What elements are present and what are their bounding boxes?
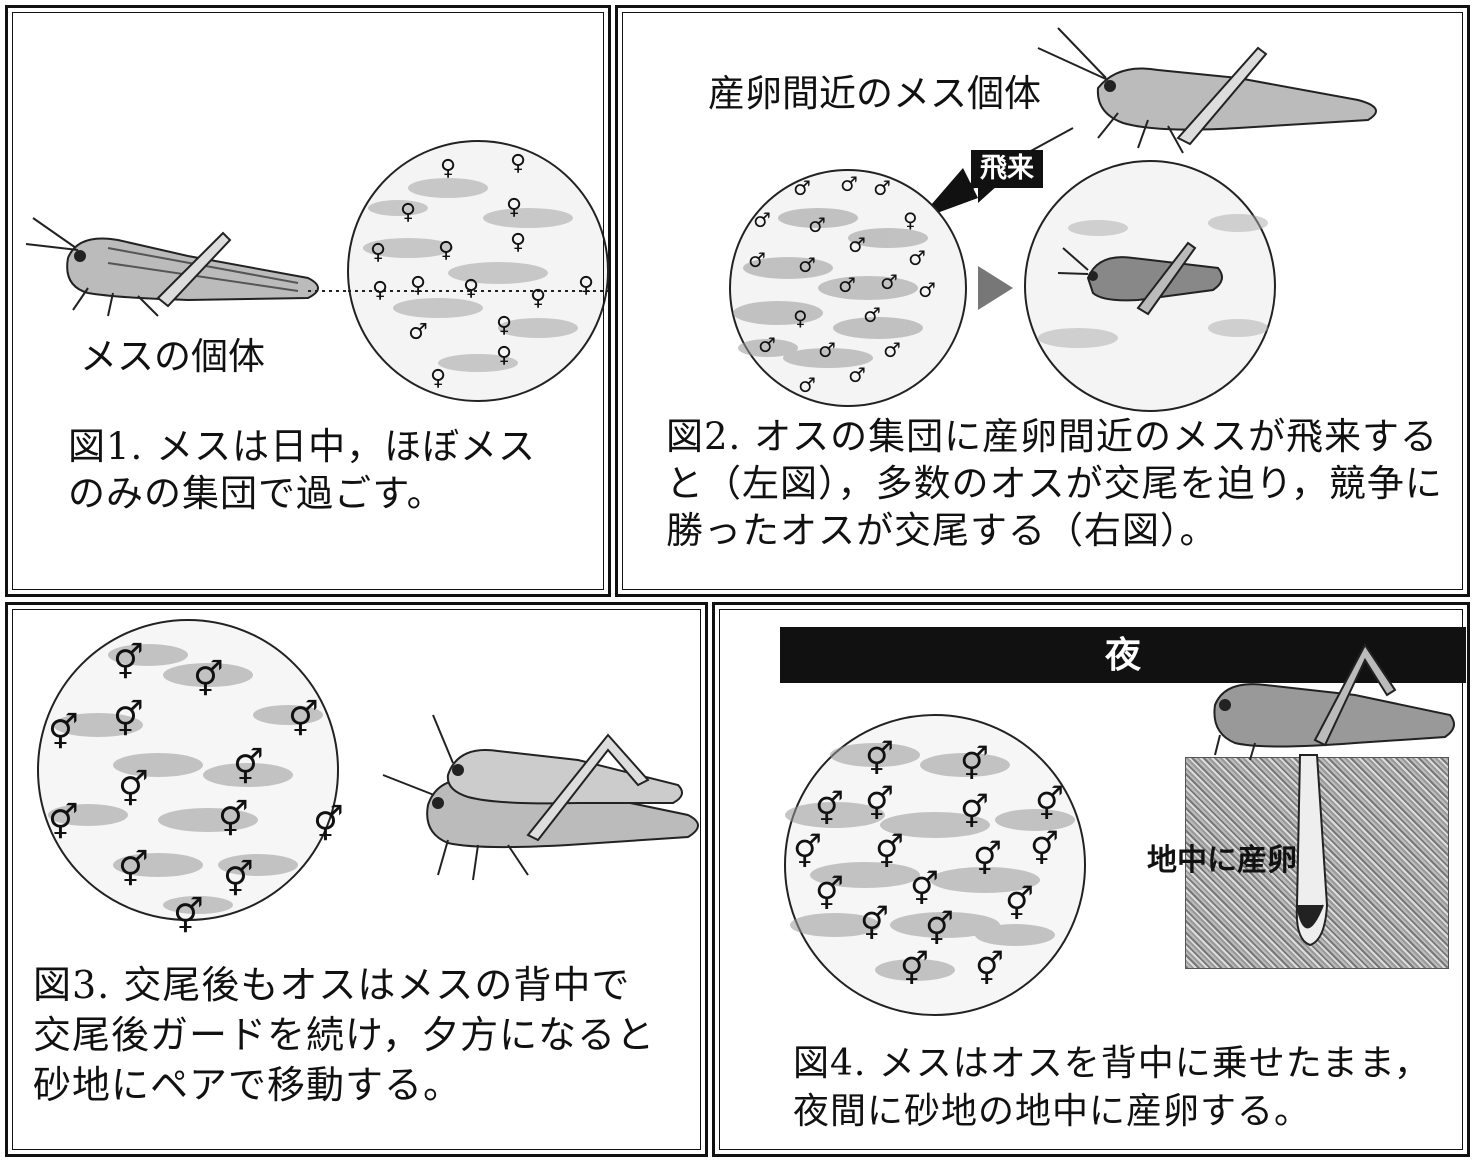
night-pair-sym-8: ⚥	[875, 833, 904, 871]
sym-m2-9: ♂	[908, 246, 926, 270]
sym-m2-11: ♂	[880, 270, 898, 294]
fly-in-label: 飛来	[971, 150, 1043, 188]
sym-m2-3: ♂	[873, 176, 891, 200]
sym-m2-1: ♂	[793, 176, 811, 200]
sym-f1-7: ♀	[510, 230, 527, 255]
sym-f1-5: ♀	[370, 240, 387, 265]
night-pair-sym-5: ⚥	[960, 793, 989, 831]
night-pair-sym-17: ⚥	[975, 950, 1004, 988]
sym-m2-2: ♂	[840, 172, 858, 196]
pair-sym-12: ⚥	[223, 860, 254, 900]
pair-sym-13: ⚥	[173, 897, 204, 937]
pair-sym-6: ⚥	[233, 748, 264, 788]
figure-3-illustration	[37, 619, 699, 921]
sym-f1-9: ♀	[410, 273, 427, 298]
sym-f1-16: ♀	[430, 366, 447, 391]
pair-sym-4: ⚥	[113, 700, 144, 740]
night-pair-sym-2: ⚥	[960, 745, 989, 783]
sym-m2-12: ♂	[918, 278, 936, 302]
night-pair-sym-14: ⚥	[860, 905, 889, 943]
sym-m2-8: ♂	[798, 253, 816, 277]
near-spawning-female-label: 産卵間近のメス個体	[708, 72, 1041, 115]
night-pair-sym-3: ⚥	[815, 790, 844, 828]
night-pair-sym-10: ⚥	[1030, 830, 1059, 868]
panel-figure-2: 産卵間近のメス個体 飛来 ♂ ♂ ♂ ♂ ♂ ♀ ♂ ♂ ♂ ♂ ♂ ♂ ♂ ♀…	[615, 5, 1470, 597]
pair-sym-7: ⚥	[118, 770, 149, 810]
night-pair-sym-16: ⚥	[900, 950, 929, 988]
sym-f1-15: ♀	[496, 343, 513, 368]
pair-sym-8: ⚥	[48, 803, 79, 843]
sym-m2-18: ♂	[798, 373, 816, 397]
mating-pair-locust-drawing	[382, 714, 699, 881]
pair-sym-3: ⚥	[48, 713, 79, 753]
night-pair-sym-1: ⚥	[865, 740, 894, 778]
female-locust-drawing	[25, 217, 319, 317]
male-group-circle	[729, 169, 967, 407]
pairs-circle	[37, 619, 339, 921]
sym-m2-14: ♂	[758, 333, 776, 357]
panel-figure-3: ⚥ ⚥ ⚥ ⚥ ⚥ ⚥ ⚥ ⚥ ⚥ ⚥ ⚥ ⚥ ⚥ 図3. 交尾後もオスはメスの…	[5, 602, 708, 1157]
sym-f2-2: ♀	[793, 306, 808, 330]
ovipositing-locust-drawing	[1213, 643, 1455, 947]
pair-sym-5: ⚥	[288, 700, 319, 740]
sym-m2-10: ♂	[838, 273, 856, 297]
sym-f1-12: ♀	[578, 273, 595, 298]
figure-1-caption: 図1. メスは日中，ほぼメス のみの集団で過ごす。	[68, 425, 537, 515]
arrow-right-triangle	[978, 266, 1013, 310]
pair-sym-2: ⚥	[193, 660, 224, 700]
underground-spawning-label: 地中に産卵	[1147, 843, 1297, 878]
flying-female-locust-drawing	[1037, 27, 1377, 154]
pair-sym-10: ⚥	[313, 805, 344, 845]
night-pair-sym-12: ⚥	[910, 870, 939, 908]
figure-4-illustration	[784, 643, 1455, 1016]
pair-sym-9: ⚥	[218, 800, 249, 840]
sym-f1-2: ♀	[510, 151, 527, 176]
mating-circle	[1024, 160, 1276, 412]
night-pair-sym-11: ⚥	[815, 875, 844, 913]
sym-f1-6: ♀	[438, 238, 455, 263]
sym-f1-10: ♀	[463, 276, 480, 301]
sym-m2-13: ♂	[863, 303, 881, 327]
panel-figure-1: ♀ ♀ ♀ ♀ ♀ ♀ ♀ ♀ ♀ ♀ ♀ ♀ ♂ ♀ ♀ ♀ メスの個体 図1…	[5, 5, 611, 597]
figure-3-caption: 図3. 交尾後もオスはメスの背中で 交尾後ガードを続け，夕方になると 砂地にペア…	[33, 963, 656, 1107]
night-pair-sym-13: ⚥	[1005, 885, 1034, 923]
night-pair-sym-7: ⚥	[793, 833, 822, 871]
sym-f1-8: ♀	[372, 278, 389, 303]
sym-m2-5: ♂	[808, 213, 826, 237]
night-pair-sym-6: ⚥	[1035, 785, 1064, 823]
night-pairs-circle	[784, 714, 1086, 1016]
night-pair-sym-9: ⚥	[973, 840, 1002, 878]
female-individual-label: メスの個体	[80, 335, 265, 378]
sym-f1-11: ♀	[530, 286, 547, 311]
sym-m2-17: ♂	[848, 363, 866, 387]
sym-f1-1: ♀	[440, 156, 457, 181]
night-pair-sym-4: ⚥	[865, 785, 894, 823]
sym-m2-15: ♂	[818, 338, 836, 362]
sym-m2-16: ♂	[883, 338, 901, 362]
female-group-circle	[347, 140, 609, 402]
sym-f1-14: ♀	[496, 313, 513, 338]
sym-f1-13: ♂	[408, 320, 428, 345]
pair-sym-1: ⚥	[113, 643, 144, 683]
night-pair-sym-15: ⚥	[925, 910, 954, 948]
pair-sym-11: ⚥	[118, 850, 149, 890]
sym-f2-1: ♀	[903, 208, 918, 232]
sym-m2-7: ♂	[748, 248, 766, 272]
sym-f1-3: ♀	[400, 200, 417, 225]
sym-f1-4: ♀	[506, 195, 523, 220]
figure-1-illustration	[25, 140, 609, 402]
figure-2-illustration	[729, 27, 1377, 412]
figure-4-caption: 図4. メスはオスを背中に乗せたまま， 夜間に砂地の地中に産卵する。	[793, 1043, 1431, 1132]
panel-figure-4: 夜 ⚥ ⚥ ⚥ ⚥ ⚥ ⚥ ⚥ ⚥ ⚥	[712, 602, 1470, 1157]
sym-m2-4: ♂	[753, 208, 771, 232]
figure-2-caption: 図2. オスの集団に産卵間近のメスが飛来する と（左図），多数のオスが交尾を迫り…	[666, 415, 1443, 552]
sym-m2-6: ♂	[848, 233, 866, 257]
